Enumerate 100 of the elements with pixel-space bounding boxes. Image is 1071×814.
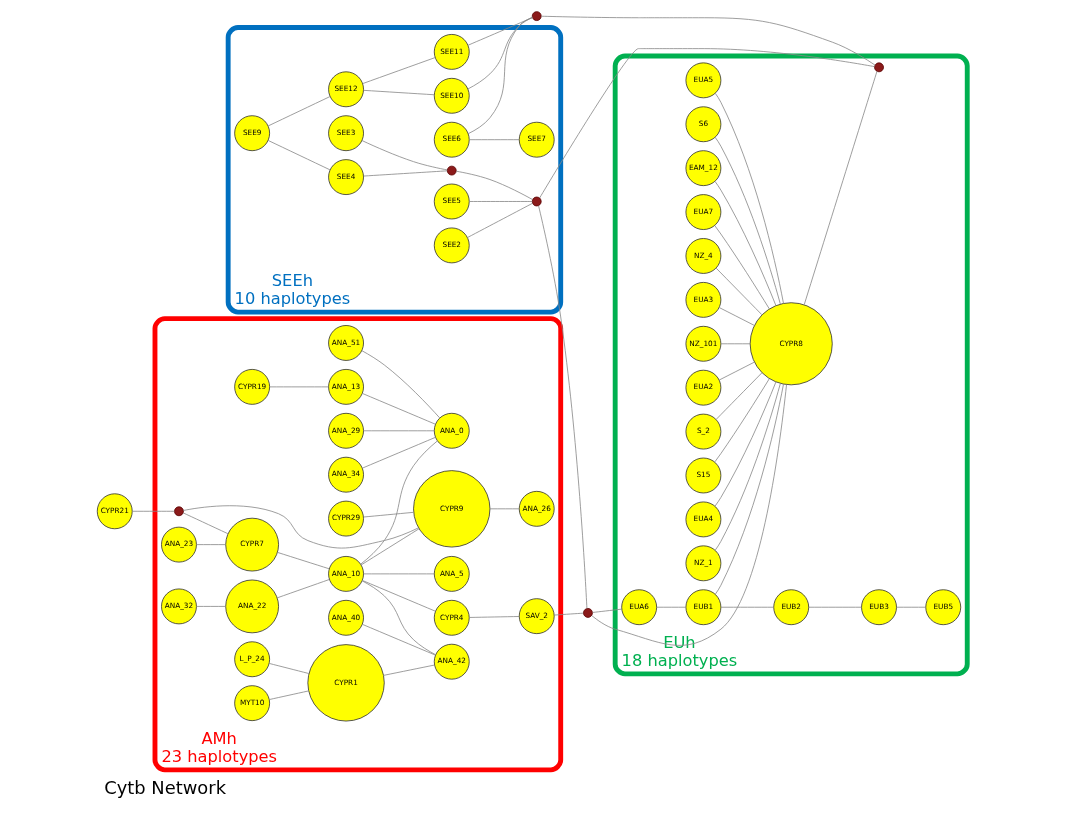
node-circle <box>446 165 457 176</box>
node-circle: EUA3 <box>685 282 722 318</box>
connector <box>718 307 755 326</box>
connector <box>182 512 229 535</box>
node-circle: EUB5 <box>925 589 962 626</box>
connector <box>714 383 781 551</box>
node-circle: ANA_5 <box>433 556 470 592</box>
node-circle: CYPR8 <box>749 302 833 386</box>
node-circle: EUB2 <box>773 589 810 626</box>
connector <box>455 170 533 200</box>
connector <box>277 551 330 570</box>
node-circle: NZ_1 <box>685 545 722 582</box>
node-circle: SEE11 <box>433 34 470 70</box>
node-circle <box>531 11 542 21</box>
node-circle: EUB3 <box>861 589 897 626</box>
connector <box>362 393 436 425</box>
connector <box>538 205 588 609</box>
connector <box>269 386 329 388</box>
connector <box>267 96 331 127</box>
connector <box>896 606 927 608</box>
connector <box>361 580 437 656</box>
connector <box>361 350 441 419</box>
connector <box>714 92 784 304</box>
connector <box>714 381 777 507</box>
connector <box>714 225 770 310</box>
connector <box>182 505 419 549</box>
node-circle: CYPR7 <box>225 517 279 572</box>
node-circle: L_P_24 <box>234 641 271 678</box>
node-circle: CYPR1 <box>307 644 385 722</box>
node-circle: CYPR29 <box>328 500 364 537</box>
node-circle: EUA7 <box>685 194 722 230</box>
connector <box>718 361 755 381</box>
connector <box>553 612 584 616</box>
connector <box>467 16 533 135</box>
node-circle: S_2 <box>685 413 722 450</box>
node-circle: SEE2 <box>433 227 470 264</box>
node-circle: CYPR19 <box>234 369 271 405</box>
node-circle: SEE9 <box>234 115 271 152</box>
connector <box>656 606 687 608</box>
node-circle: ANA_32 <box>161 588 197 625</box>
node-circle: CYPR9 <box>413 470 491 548</box>
node-circle: SEE10 <box>433 77 470 114</box>
connector <box>363 170 448 177</box>
node-circle: ANA_29 <box>328 412 364 449</box>
connector <box>591 384 787 646</box>
node-circle: ANA_22 <box>225 579 279 634</box>
node-circle: SEE7 <box>518 121 555 158</box>
node-circle: ANA_34 <box>328 456 364 493</box>
node-circle: SEE6 <box>433 121 470 158</box>
node-circle: ANA_0 <box>433 412 470 449</box>
connector <box>469 201 533 202</box>
connector <box>196 606 226 607</box>
node-circle <box>174 506 184 517</box>
connector <box>269 690 309 700</box>
connector <box>592 608 623 613</box>
connector <box>489 508 520 510</box>
connector <box>363 89 435 96</box>
node-circle: S15 <box>685 457 722 494</box>
node-circle: ANA_51 <box>328 325 364 361</box>
node-circle <box>874 62 884 73</box>
connector <box>362 580 436 612</box>
connector <box>469 616 520 618</box>
node-circle: ANA_42 <box>433 643 470 680</box>
connector <box>714 136 781 305</box>
node-circle: EUA4 <box>685 501 722 538</box>
connector <box>363 511 414 518</box>
node-circle: ANA_23 <box>161 526 197 563</box>
connector <box>363 573 435 575</box>
node-circle: CYPR4 <box>433 599 470 636</box>
connector <box>808 606 862 608</box>
node-circle: EUA5 <box>685 62 722 99</box>
node-circle: SEE12 <box>328 71 364 108</box>
node-circle: EUA2 <box>685 369 722 406</box>
node-circle: NZ_101 <box>685 325 722 362</box>
connector <box>715 372 763 420</box>
connector <box>267 140 331 171</box>
connector <box>467 203 533 238</box>
connector <box>131 510 175 512</box>
node-circle: CYPR21 <box>96 493 133 530</box>
node-circle: SAV_2 <box>518 598 555 635</box>
node-circle: SEE3 <box>328 115 364 152</box>
connector <box>362 437 436 469</box>
node-circle: SEE5 <box>433 183 470 220</box>
node-circle: S6 <box>685 106 722 143</box>
connector <box>196 544 226 545</box>
node-circle: EAM_12 <box>685 150 722 187</box>
connector <box>362 57 436 84</box>
node-circle <box>531 196 542 207</box>
connector <box>268 663 310 674</box>
node-circle: ANA_10 <box>328 556 364 592</box>
connector <box>362 623 436 656</box>
connector <box>361 140 448 171</box>
connector <box>360 528 420 566</box>
connector <box>714 181 777 307</box>
connector <box>383 664 435 676</box>
connector <box>360 440 438 565</box>
connector <box>720 606 775 608</box>
node-circle: ANA_13 <box>328 369 364 405</box>
node-circle <box>583 608 593 618</box>
node-circle: SEE4 <box>328 159 364 195</box>
